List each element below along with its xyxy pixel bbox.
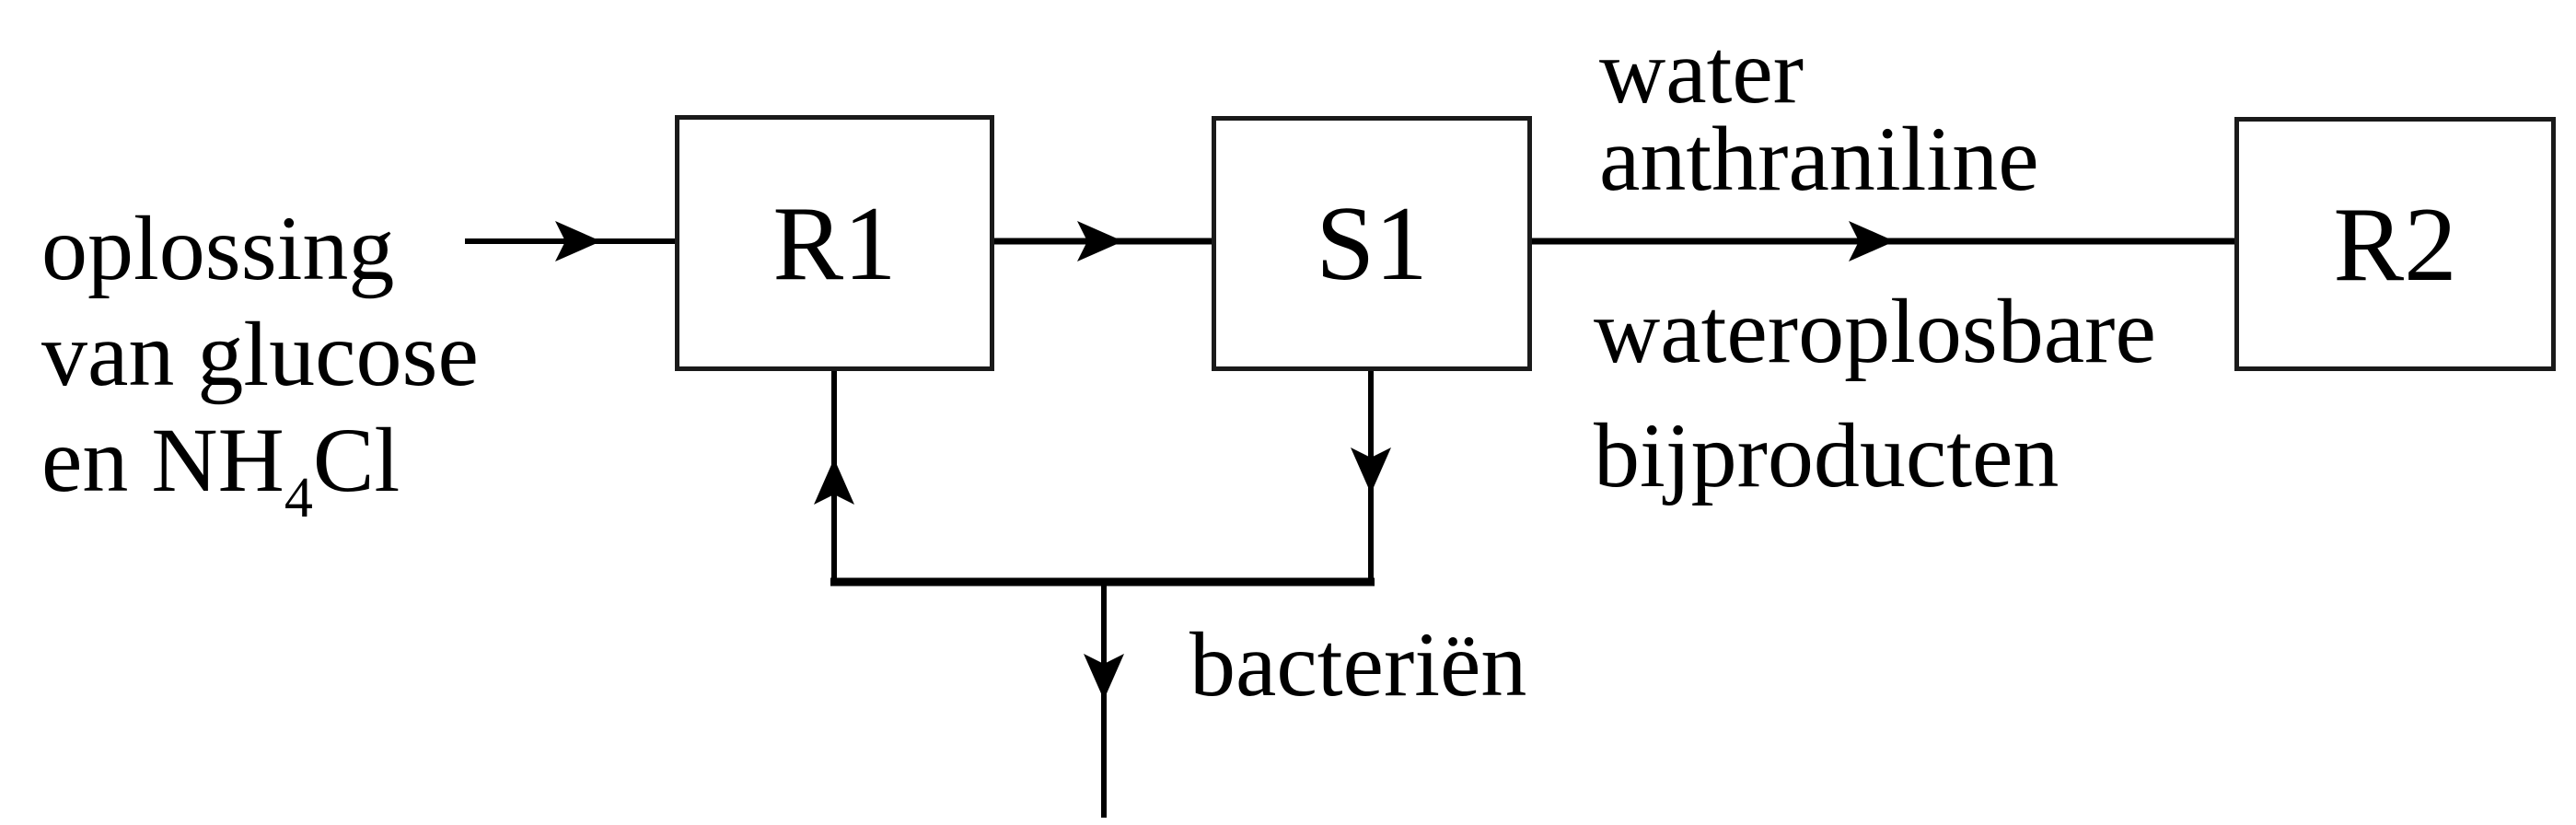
feed-stream-label: oplossing van glucose en NH4Cl (41, 195, 479, 552)
feed-label-line3-prefix: en NH (41, 409, 284, 511)
purge-stream-label: bacteriën (1189, 613, 1527, 715)
bottom-label-line1: wateroplosbare (1594, 280, 2156, 382)
s1-to-r2-bottom-label: wateroplosbare bijproducten (1594, 269, 2156, 517)
box-r2: R2 (2234, 117, 2556, 371)
feed-label-line3-suffix: Cl (312, 409, 400, 511)
top-label-line1: water (1599, 20, 1804, 122)
recycle-loop-line (831, 368, 1374, 585)
feed-label-line2: van glucose (41, 303, 479, 405)
purge-down-arrowhead-icon (1084, 654, 1124, 700)
box-r2-label: R2 (2333, 185, 2457, 303)
feed-label-line3-subscript: 4 (284, 467, 313, 529)
feed-label-line3: en NH4Cl (41, 407, 479, 552)
r1-to-s1-arrowhead-icon (1077, 221, 1123, 261)
box-s1-label: S1 (1316, 185, 1428, 302)
box-r1-label: R1 (772, 184, 897, 302)
box-r1: R1 (675, 115, 994, 371)
feed-label-line1: oplossing (41, 197, 395, 299)
s1-down-arrowhead-icon (1351, 447, 1391, 494)
s1-to-r2-top-label: water anthraniline (1599, 20, 2039, 210)
recycle-up-arrowhead-icon (814, 459, 854, 505)
s1-to-r2-arrowhead-icon (1849, 221, 1895, 261)
box-s1: S1 (1212, 116, 1532, 371)
top-label-line2: anthraniline (1599, 108, 2039, 210)
bottom-label-line2: bijproducten (1594, 404, 2060, 506)
feed-arrowhead-icon (555, 221, 601, 261)
